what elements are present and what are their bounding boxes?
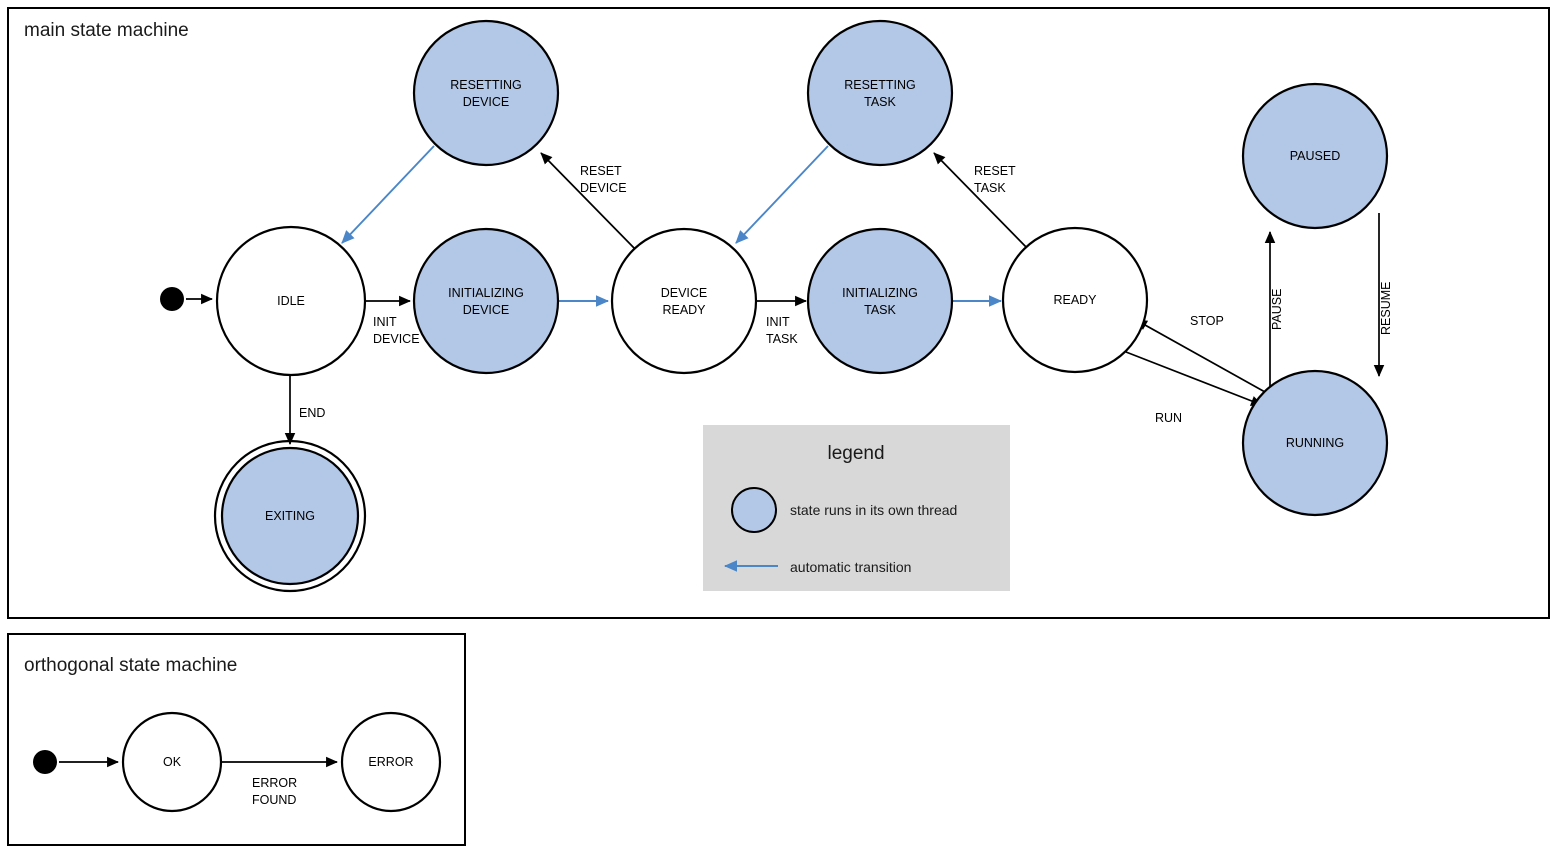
legend-group: legend state runs in its own thread auto…: [703, 425, 1010, 591]
state-shape-resetting-task: [806, 19, 954, 167]
state-shape-error: [340, 711, 442, 813]
state-shape-running: [1241, 369, 1389, 517]
final-state-ring-exiting: [213, 439, 367, 593]
transition-line-ready-run: [1125, 351, 1263, 406]
transition-auto-reset-task: [735, 145, 829, 244]
state-label-ready: READY: [1053, 293, 1097, 307]
transition-auto-reset-device: [341, 145, 435, 244]
transition-label-ready-run: RUN: [1155, 411, 1182, 425]
state-shape-idle: [215, 225, 367, 377]
transition-running-pause: PAUSE: [1264, 231, 1284, 390]
transition-line-auto-reset-device: [341, 145, 435, 244]
state-shape-exiting: [220, 446, 360, 586]
orthogonal-frame-title: orthogonal state machine: [24, 655, 237, 676]
transition-label-running-pause: PAUSE: [1270, 289, 1284, 330]
transition-paused-resume: RESUME: [1373, 213, 1393, 377]
transition-line-running-stop: [1135, 319, 1266, 393]
legend-auto-label: automatic transition: [790, 559, 911, 575]
state-idle[interactable]: IDLE: [215, 225, 367, 377]
transition-line-auto-reset-task: [735, 145, 829, 244]
state-label-running: RUNNING: [1286, 436, 1344, 450]
main-frame-title: main state machine: [24, 20, 189, 41]
state-shape-ready: [1001, 226, 1149, 374]
state-shape-device-ready: [610, 227, 758, 375]
transition-idle-end: END: [284, 376, 325, 445]
state-shape-initializing-task: [806, 227, 954, 375]
transition-line-reset-device: [540, 152, 637, 251]
legend-thread-swatch-icon: [731, 487, 777, 533]
orthogonal-states-layer: OK ERROR: [121, 711, 442, 813]
transition-label-paused-resume: RESUME: [1379, 282, 1393, 335]
legend-thread-label: state runs in its own thread: [790, 502, 957, 518]
state-label-idle: IDLE: [277, 294, 305, 308]
state-label-exiting: EXITING: [265, 509, 315, 523]
transition-label-idle-end: END: [299, 406, 325, 420]
state-shape-ok: [121, 711, 223, 813]
state-shape-initializing-device: [412, 227, 560, 375]
transition-line-reset-task: [933, 152, 1030, 251]
legend-title: legend: [827, 443, 884, 464]
transition-ready-run: RUN: [1125, 351, 1263, 425]
initial-state-dot-icon: [160, 287, 184, 311]
state-ok[interactable]: OK: [121, 711, 223, 813]
state-label-paused: PAUSED: [1290, 149, 1340, 163]
state-shape-paused: [1241, 82, 1389, 230]
state-exiting[interactable]: EXITING: [213, 439, 367, 593]
state-ready[interactable]: READY: [1001, 226, 1149, 374]
state-label-ok: OK: [163, 755, 182, 769]
transition-label-running-stop: STOP: [1190, 314, 1224, 328]
orthogonal-initial-layer: [33, 750, 57, 774]
state-paused[interactable]: PAUSED: [1241, 82, 1389, 230]
state-error[interactable]: ERROR: [340, 711, 442, 813]
transition-running-stop: STOP: [1135, 314, 1266, 393]
initial-state-dot-icon: [33, 750, 57, 774]
state-shape-resetting-device: [412, 19, 560, 167]
state-running[interactable]: RUNNING: [1241, 369, 1389, 517]
main-initial-layer: [160, 287, 184, 311]
state-label-error: ERROR: [368, 755, 413, 769]
